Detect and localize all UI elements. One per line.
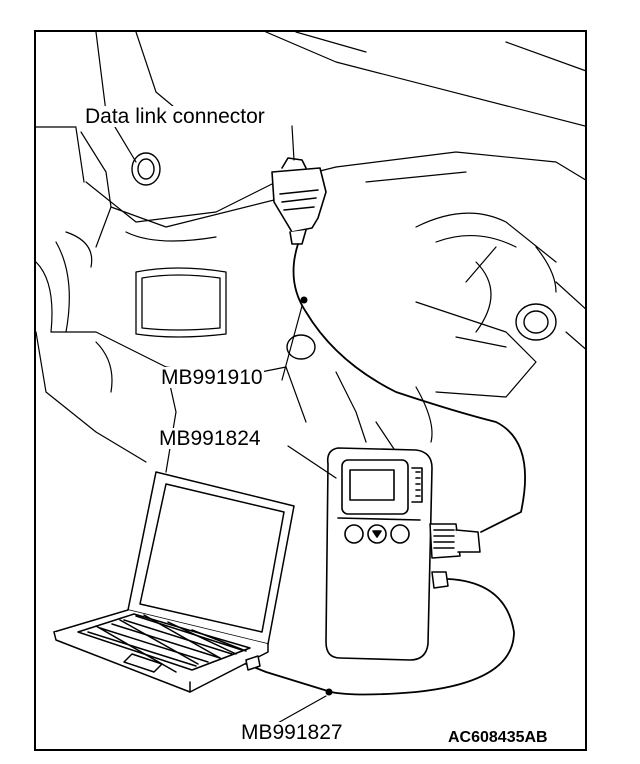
dash-hole — [131, 152, 161, 186]
cable-mb991910 — [292, 243, 526, 533]
dashboard-panel — [36, 32, 585, 473]
pedal-boss — [515, 303, 557, 341]
cable-mb991827 — [245, 578, 515, 696]
leader-lines — [275, 125, 337, 725]
bracket-hole — [286, 334, 316, 360]
steering-column — [415, 212, 585, 398]
figure-code: AC608435AB — [448, 729, 548, 746]
data-link-connector — [271, 157, 327, 245]
laptop — [53, 471, 295, 693]
dash-opening — [135, 267, 227, 338]
diagram-frame: Data link connector MB991910 MB991824 MB… — [34, 30, 587, 751]
dash-hole-inner — [137, 158, 155, 180]
cable-marker-dot — [300, 296, 308, 304]
label-cable-mb991910: MB991910 — [160, 366, 264, 389]
pedal-boss-inner — [523, 310, 549, 334]
label-usb-cable-mb991827: MB991827 — [240, 721, 344, 744]
vci-connector — [429, 523, 481, 589]
diagram-illustration — [36, 32, 585, 725]
usb-marker-dot — [325, 688, 333, 696]
label-data-link-connector: Data link connector — [84, 105, 266, 128]
label-vci-mb991824: MB991824 — [158, 427, 262, 450]
vci-unit — [325, 447, 433, 661]
